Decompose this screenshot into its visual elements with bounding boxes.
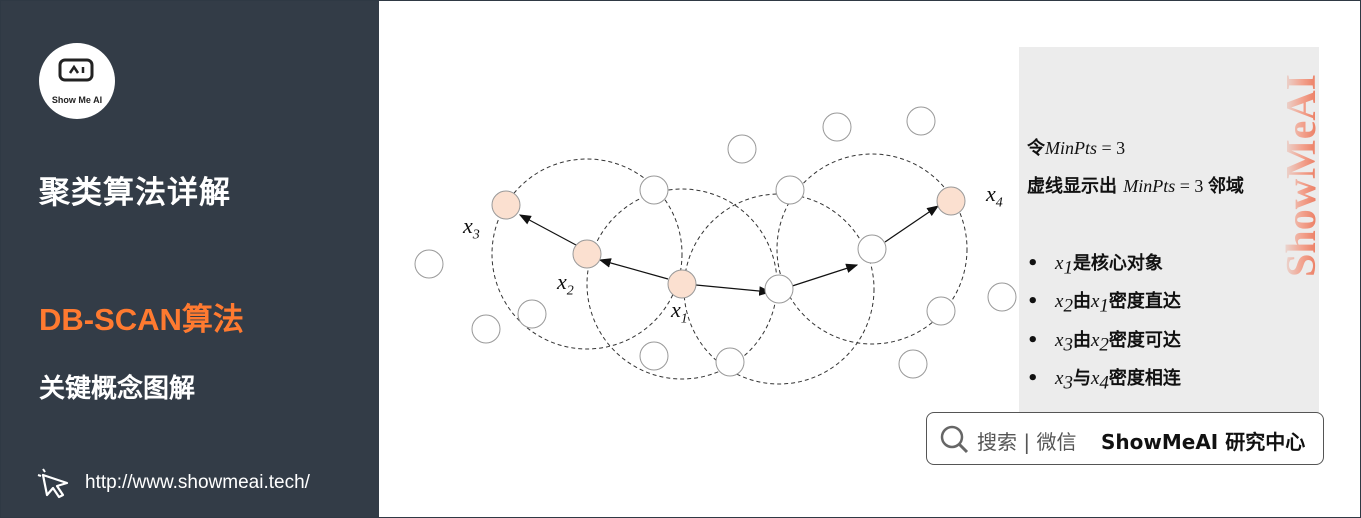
point — [906, 106, 936, 136]
point — [414, 249, 444, 279]
list-item: •x2由x1密度直达 — [1027, 291, 1181, 317]
arrow-x1-mid — [695, 284, 772, 296]
svg-text:ShowMeAI: ShowMeAI — [1282, 74, 1322, 277]
core-point-x2 — [572, 239, 602, 269]
point — [822, 112, 852, 142]
arrow-x2-x3 — [518, 214, 577, 246]
robot-face-icon — [58, 58, 94, 82]
point — [715, 347, 745, 377]
neighborhood-circle — [776, 153, 968, 345]
label-x2: x2 — [557, 269, 574, 299]
label-x4: x4 — [986, 181, 1003, 211]
page-title: 聚类算法详解 — [39, 175, 231, 211]
cursor-click-icon — [37, 468, 69, 499]
list-item: •x3与x4密度相连 — [1027, 368, 1181, 394]
point — [987, 282, 1017, 312]
point — [517, 299, 547, 329]
point — [764, 274, 794, 304]
list-item: •x1是核心对象 — [1027, 253, 1163, 279]
note-neighborhood: 虚线显示出 MinPts = 3 邻域 — [1027, 176, 1244, 197]
neighborhood-circle — [491, 158, 683, 350]
point — [471, 314, 501, 344]
section-subtitle: 关键概念图解 — [39, 374, 196, 404]
core-point-x4 — [936, 186, 966, 216]
point — [639, 341, 669, 371]
website-link[interactable]: http://www.showmeai.tech/ — [85, 472, 310, 493]
label-x1: x1 — [671, 297, 688, 327]
point — [857, 234, 887, 264]
sidebar: Show Me AI 聚类算法详解 DB-SCAN算法 关键概念图解 http:… — [1, 1, 379, 517]
list-item: •x3由x2密度可达 — [1027, 330, 1181, 356]
search-label: 搜索 | 微信 — [977, 430, 1077, 454]
search-box[interactable]: 搜索 | 微信 ShowMeAI 研究中心 — [926, 412, 1324, 465]
point — [898, 349, 928, 379]
label-x3: x3 — [463, 213, 480, 243]
point — [727, 134, 757, 164]
section-title: DB-SCAN算法 — [39, 302, 244, 337]
dbscan-figure — [414, 106, 1017, 385]
showmeai-watermark: ShowMeAI — [1282, 74, 1322, 277]
logo: Show Me AI — [39, 43, 115, 119]
point — [926, 296, 956, 326]
search-icon — [940, 425, 969, 454]
arrow-mid-right — [785, 263, 859, 289]
search-brand: ShowMeAI 研究中心 — [1101, 430, 1306, 454]
core-point-x3 — [491, 190, 521, 220]
core-point-x1 — [667, 269, 697, 299]
note-minpts: 令MinPts = 3 — [1027, 138, 1126, 159]
notes-panel — [1019, 47, 1319, 463]
arrow-right-x4 — [884, 205, 939, 243]
arrow-x1-x2 — [598, 258, 669, 280]
point — [775, 175, 805, 205]
logo-text: Show Me AI — [51, 95, 103, 105]
dbscan-diagram: x1 x2 x3 x4 — [379, 1, 1360, 517]
point — [639, 175, 669, 205]
